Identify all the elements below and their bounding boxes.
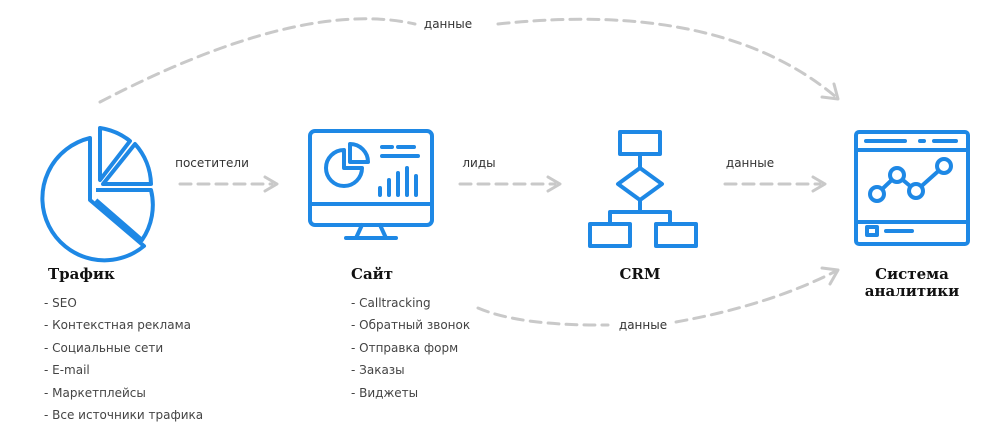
list-item: - E-mail (44, 363, 90, 378)
site-events-list: - Calltracking - Обратный звонок - Отпра… (351, 292, 470, 404)
node-title-site: Сайт (351, 265, 394, 283)
pie-chart-icon (40, 126, 155, 263)
list-item: - Заказы (351, 363, 405, 378)
list-item: - Calltracking (351, 296, 431, 310)
edge-traffic-to-site: посетители (175, 156, 279, 193)
list-item: - Социальные сети (44, 340, 164, 355)
list-item: - SEO (44, 296, 77, 310)
edge-crm-to-analytics: данные (723, 156, 827, 193)
edge-site-to-crm: лиды (458, 156, 562, 193)
edge-label-visitors: посетители (175, 156, 249, 170)
monitor-dashboard-icon (308, 129, 434, 240)
node-title-crm: CRM (619, 265, 661, 283)
list-item: - Маркетплейсы (44, 385, 146, 400)
traffic-sources-list: - SEO - Контекстная реклама - Социальные… (44, 292, 203, 426)
edge-traffic-to-analytics: данные (98, 17, 840, 104)
list-item: - Все источники трафика (44, 407, 204, 422)
list-item: - Виджеты (351, 385, 419, 400)
node-title-analytics-line1: Система (875, 265, 949, 283)
edge-label-leads: лиды (462, 156, 495, 170)
node-title-traffic: Трафик (48, 265, 115, 283)
edge-label-top: данные (424, 17, 472, 31)
edge-site-to-analytics: данные (476, 266, 840, 332)
edge-label-bottom: данные (619, 318, 667, 332)
list-item: - Контекстная реклама (44, 318, 191, 333)
node-title-analytics: Система аналитики (852, 266, 972, 300)
analytics-window-icon (854, 130, 970, 246)
flowchart-icon (588, 130, 698, 248)
list-item: - Отправка форм (351, 340, 459, 355)
edge-label-data-middle: данные (726, 156, 774, 170)
list-item: - Обратный звонок (351, 318, 471, 333)
node-title-analytics-line2: аналитики (864, 282, 960, 300)
